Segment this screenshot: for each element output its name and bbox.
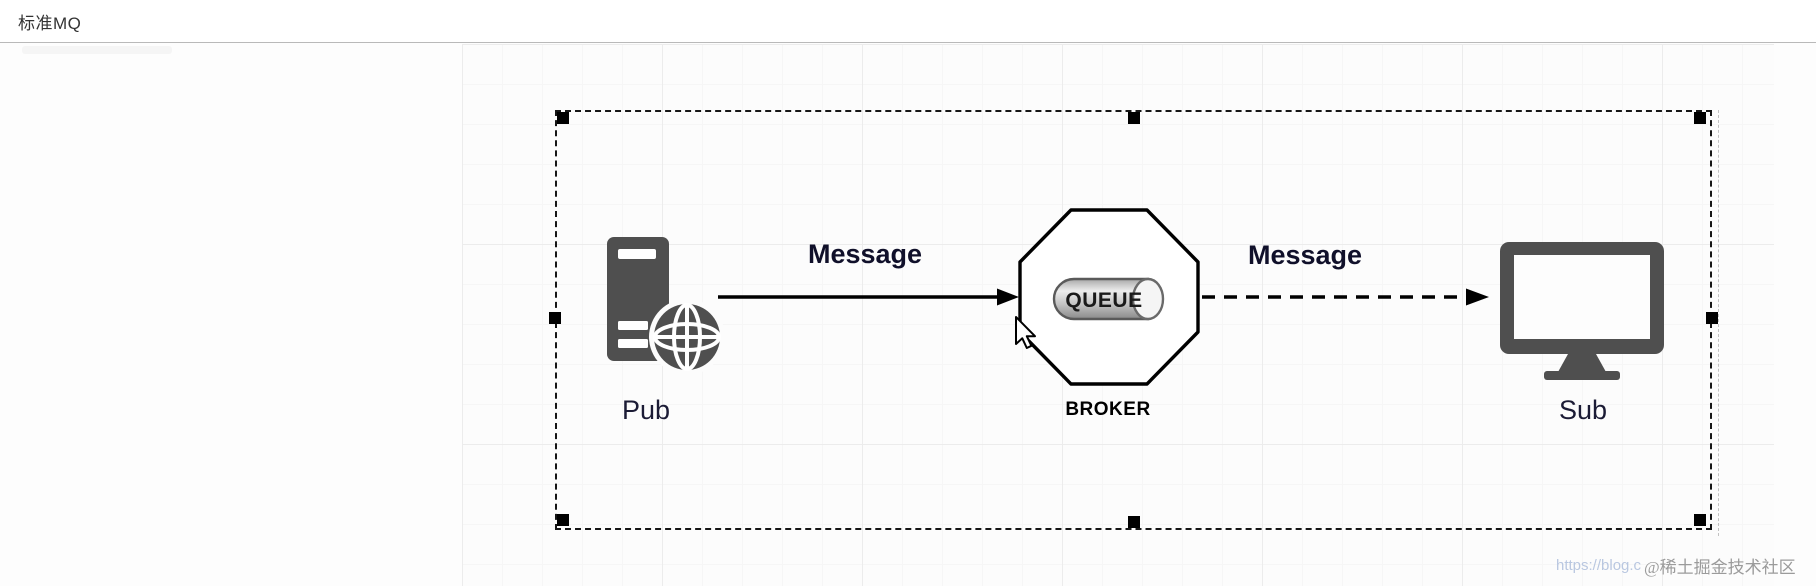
resize-handle-bottom-right[interactable] — [1694, 514, 1706, 526]
message-label-2: Message — [1247, 240, 1363, 270]
resize-handle-top-middle[interactable] — [1128, 112, 1140, 124]
queue-cylinder-icon: QUEUE — [1052, 277, 1165, 321]
message-arrow-dashed[interactable] — [1198, 284, 1498, 310]
header-bar: 标准MQ — [0, 0, 1816, 43]
globe-icon — [649, 299, 725, 375]
resize-handle-bottom-left[interactable] — [557, 514, 569, 526]
mouse-cursor-icon — [1015, 316, 1036, 349]
selection-outer-guide — [1718, 110, 1719, 536]
header-shadow — [22, 46, 172, 54]
broker-node[interactable]: QUEUE — [1018, 208, 1200, 386]
sub-label: Sub — [1558, 395, 1608, 425]
message-label-1: Message — [807, 239, 923, 269]
resize-handle-top-left[interactable] — [557, 112, 569, 124]
page-title: 标准MQ — [18, 14, 82, 33]
pub-label: Pub — [621, 395, 671, 425]
pub-node[interactable] — [606, 236, 726, 376]
queue-text: QUEUE — [1065, 289, 1142, 312]
message-arrow-solid[interactable] — [714, 284, 1024, 310]
watermark-url: https://blog.c — [1556, 557, 1642, 574]
sub-node[interactable] — [1498, 240, 1668, 382]
watermark-community: @稀土掘金技术社区 — [1644, 558, 1796, 577]
resize-handle-middle-left[interactable] — [549, 312, 561, 324]
resize-handle-middle-right[interactable] — [1706, 312, 1718, 324]
resize-handle-bottom-middle[interactable] — [1128, 516, 1140, 528]
broker-label: BROKER — [1065, 399, 1151, 420]
monitor-icon — [1500, 242, 1664, 380]
resize-handle-top-right[interactable] — [1694, 112, 1706, 124]
